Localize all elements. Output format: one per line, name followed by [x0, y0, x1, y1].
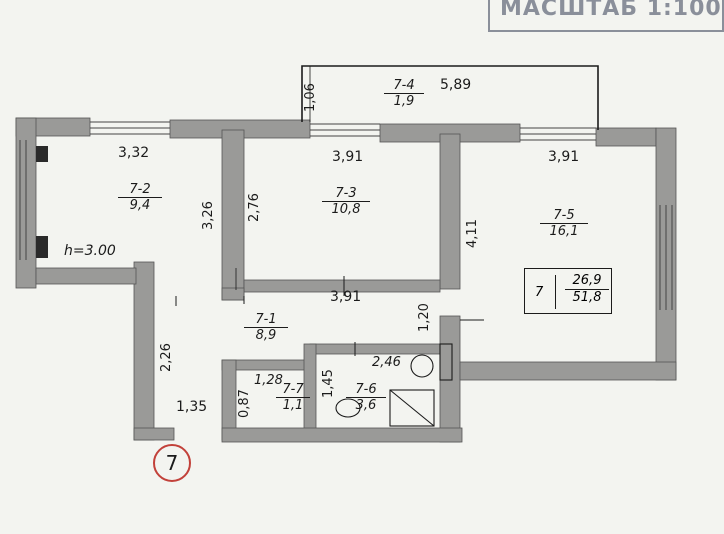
- dim-balcony-depth: 1,06: [303, 83, 318, 112]
- wall-bottom-entry: [133, 427, 175, 441]
- apartment-summary-box: 7 26,9 51,8: [524, 268, 612, 314]
- area-stack: 26,9 51,8: [565, 273, 609, 306]
- dim-room3-width: 3,91: [332, 149, 364, 165]
- dim-room3-height: 2,76: [247, 193, 262, 222]
- bathtub-fixture: [389, 389, 435, 427]
- dim-entry-width: 1,35: [176, 399, 208, 415]
- ceiling-height: h=3.00: [64, 243, 116, 259]
- dim-room2-height: 3,26: [201, 201, 216, 230]
- room-id: 7-2: [118, 182, 162, 198]
- room-area: 9,4: [129, 198, 151, 213]
- sink-fixture: [410, 354, 434, 378]
- room-area: 1,1: [282, 398, 304, 413]
- wall-top-room5: [595, 127, 657, 147]
- dim-wc-height: 0,87: [237, 389, 252, 418]
- room-id: 7-5: [540, 208, 588, 224]
- room-id: 7-7: [276, 382, 310, 398]
- dim-corridor-height: 2,26: [159, 343, 174, 372]
- dim-wc-width: 1,28: [254, 373, 283, 388]
- dim-room5-width: 3,91: [548, 149, 580, 165]
- wall-bath-top: [309, 343, 441, 355]
- room-id: 7-3: [322, 186, 370, 202]
- room-area: 8,9: [255, 328, 277, 343]
- dim-hall-opening: 1,20: [417, 303, 432, 332]
- room-7-3-label: 7-3 10,8: [322, 186, 370, 217]
- room-id: 7-4: [384, 78, 424, 94]
- dim-room5-height: 4,11: [465, 219, 480, 248]
- wall-room2-bottom: [35, 267, 137, 285]
- summary-divider: [555, 275, 556, 309]
- wall-bottom: [221, 427, 463, 443]
- scale-label: МАСШТАБ 1:100: [488, 0, 724, 32]
- room-id: 7-6: [346, 382, 386, 398]
- room-area: 10,8: [331, 202, 361, 217]
- living-area: 26,9: [565, 273, 609, 290]
- apartment-number: 7: [535, 285, 544, 300]
- room-area: 1,9: [393, 94, 415, 109]
- wall-hall-partition: [221, 287, 245, 301]
- room-7-2-label: 7-2 9,4: [118, 182, 162, 213]
- room-id: 7-1: [244, 312, 288, 328]
- toilet-fixture: [335, 398, 361, 418]
- room-7-5-label: 7-5 16,1: [540, 208, 588, 239]
- dim-bath-width: 2,46: [372, 355, 401, 370]
- room-7-4-label: 7-4 1,9: [384, 78, 424, 109]
- room-area: 16,1: [549, 224, 579, 239]
- wall-hall-bath: [439, 315, 461, 443]
- room-area: 3,6: [355, 398, 377, 413]
- dim-bath-height: 1,45: [321, 369, 336, 398]
- room-7-6-label: 7-6 3,6: [346, 382, 386, 413]
- dim-balcony-width: 5,89: [440, 77, 472, 93]
- wall-room3-room5: [439, 133, 461, 290]
- room-7-1-label: 7-1 8,9: [244, 312, 288, 343]
- balcony-outline: [301, 65, 599, 130]
- wall-room3-bottom: [243, 279, 441, 293]
- room-7-7-label: 7-7 1,1: [276, 382, 310, 413]
- apartment-marker: 7: [153, 444, 191, 482]
- wall-room2-room3: [221, 129, 245, 301]
- dim-hall-width: 3,91: [330, 289, 362, 305]
- wall-right-step: [459, 361, 677, 381]
- total-area: 51,8: [572, 290, 602, 305]
- wall-corridor-left: [133, 261, 155, 441]
- dim-room2-width: 3,32: [118, 145, 150, 161]
